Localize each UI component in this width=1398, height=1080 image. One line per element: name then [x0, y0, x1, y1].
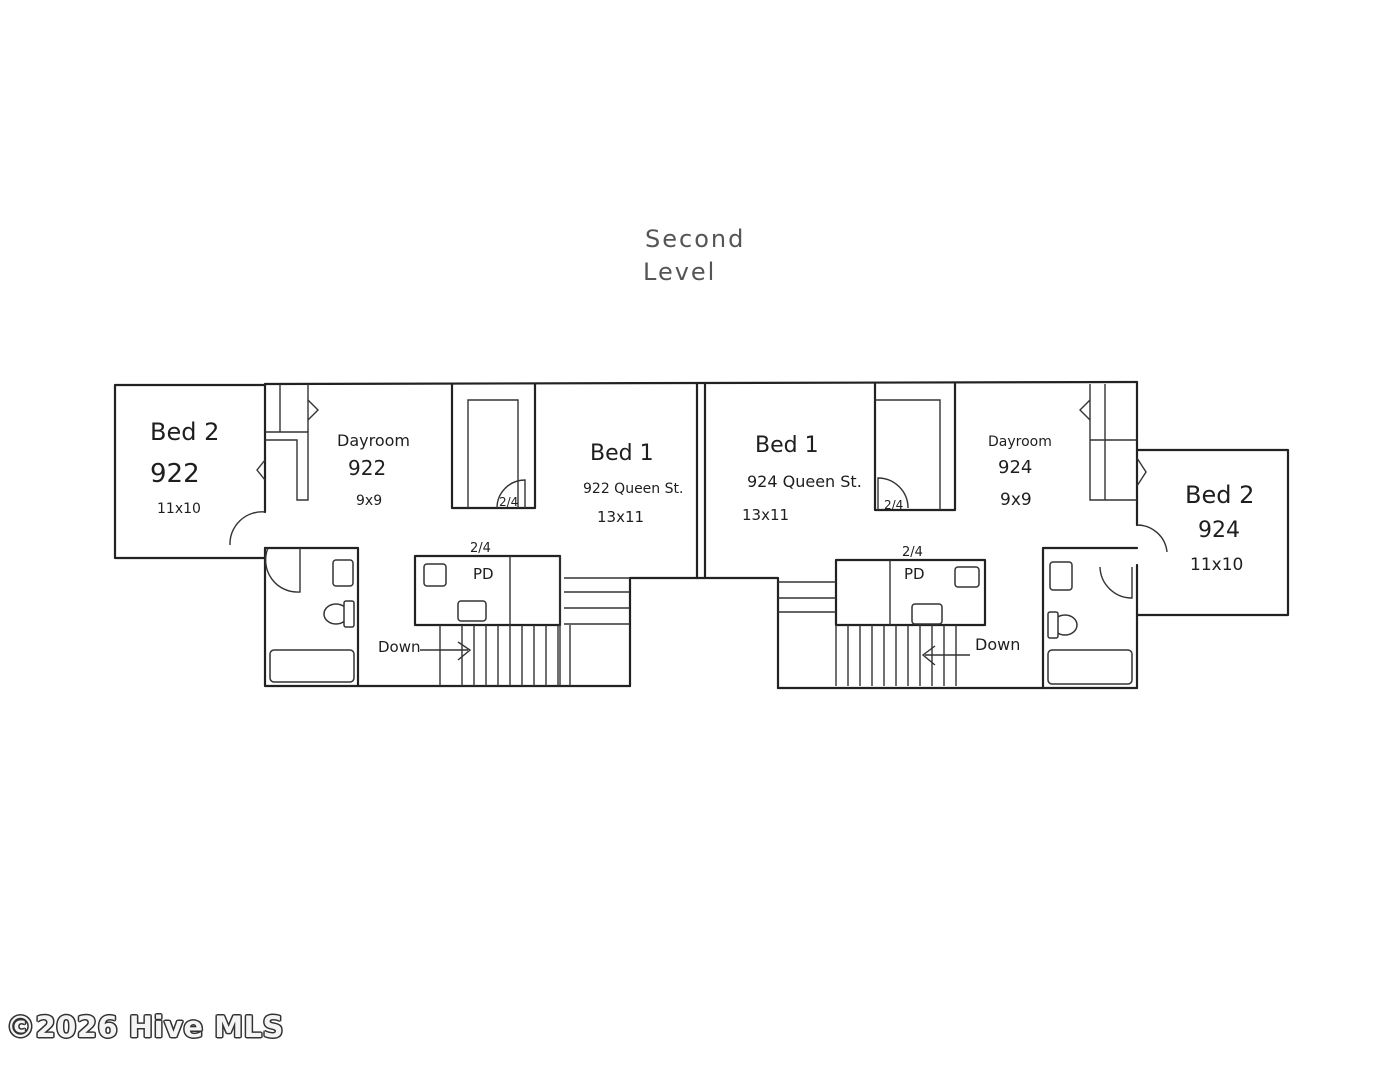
left-bath-door-label: 2/4	[470, 541, 491, 556]
left-dayroom-size: 9x9	[356, 493, 382, 509]
title-line-2: Level	[643, 258, 716, 286]
left-unit-walls	[229, 382, 630, 688]
left-dayroom-unit: 922	[348, 456, 386, 480]
left-bed1-address: 922 Queen St.	[583, 481, 683, 497]
left-dayroom-label: Dayroom	[337, 431, 410, 450]
right-bed1-label: Bed 1	[755, 433, 819, 458]
right-stairs-label: Down	[975, 635, 1020, 654]
right-bed2-size: 11x10	[1190, 555, 1243, 575]
left-bath-label: PD	[473, 565, 494, 583]
right-bed2-label: Bed 2	[1185, 481, 1254, 509]
copyright-watermark: ©2026 Hive MLS	[6, 1010, 284, 1044]
left-bed2-size: 11x10	[157, 501, 201, 517]
right-dayroom-label: Dayroom	[988, 434, 1052, 450]
left-closet-door-label: 2/4	[499, 495, 518, 509]
right-dayroom-unit: 924	[998, 457, 1032, 478]
left-bed1-label: Bed 1	[590, 441, 654, 466]
right-bath-label: PD	[904, 565, 925, 583]
right-unit-walls	[778, 382, 1168, 690]
right-dayroom-size: 9x9	[1000, 490, 1032, 510]
left-bed1-size: 13x11	[597, 508, 644, 526]
left-bed2-label: Bed 2	[150, 418, 219, 446]
left-stairs-label: Down	[378, 638, 421, 656]
title-line-1: Second	[645, 225, 745, 253]
right-bed1-address: 924 Queen St.	[747, 472, 862, 491]
left-bed2-unit: 922	[150, 459, 200, 489]
right-bed1-size: 13x11	[742, 506, 789, 524]
right-bath-door-label: 2/4	[902, 545, 923, 560]
outer-walls	[113, 380, 1290, 690]
right-unit-labels: Bed 1 924 Queen St. 13x11 Dayroom 924 9x…	[742, 433, 1254, 654]
left-unit-labels: Bed 2 922 11x10 Dayroom 922 9x9 Bed 1 92…	[150, 418, 683, 656]
right-closet-door-label: 2/4	[884, 498, 903, 512]
right-bed2-unit: 924	[1198, 518, 1240, 543]
